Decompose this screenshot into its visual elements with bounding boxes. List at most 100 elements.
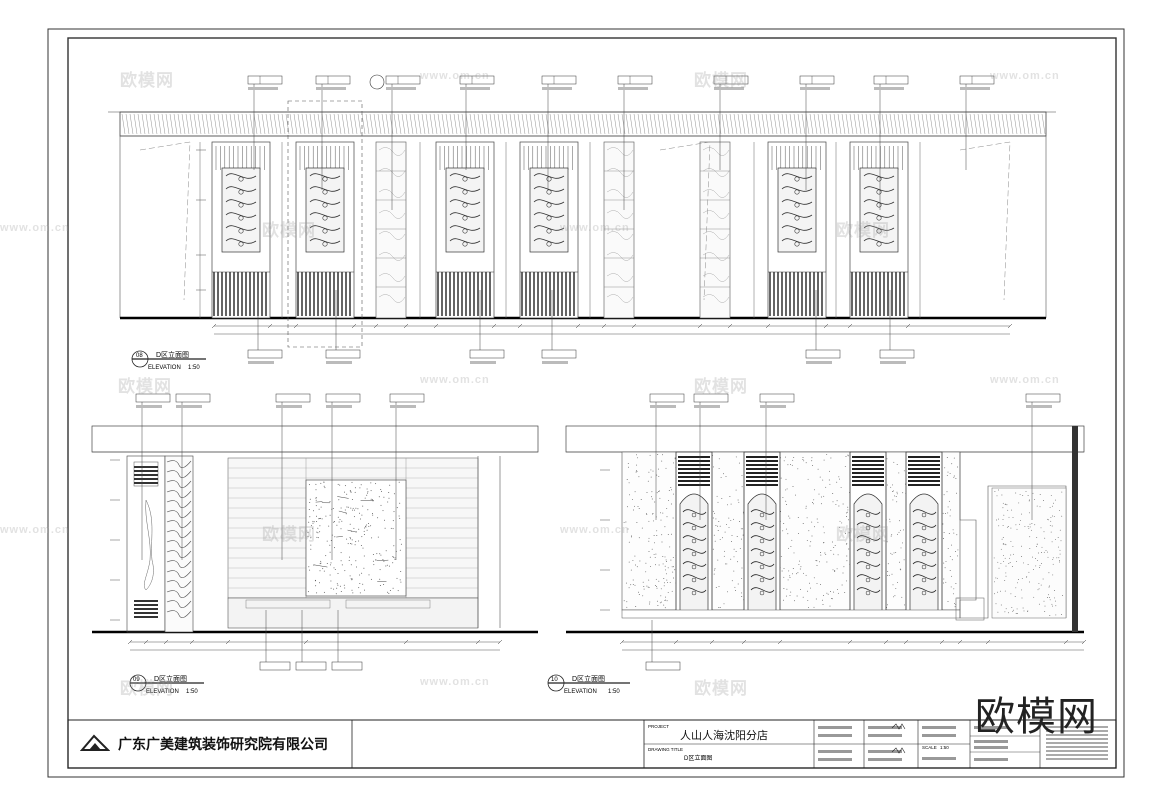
callout-note <box>714 87 744 90</box>
elevation-title-09: 09 D区立面图 ELEVATION 1:50 <box>129 674 204 695</box>
company-name: 广东广美建筑装饰研究院有限公司 <box>118 737 328 753</box>
callout-tag <box>295 661 327 671</box>
title-block-field <box>974 758 1008 761</box>
elevation-title-text-10: D区立面图 <box>572 674 605 683</box>
elevation-scale-08: 1:50 <box>188 365 200 371</box>
carved-screen <box>529 167 569 253</box>
callout-tag <box>275 393 311 403</box>
marble-panel <box>699 141 731 319</box>
callout-note <box>460 87 490 90</box>
title-block-note <box>1046 754 1108 756</box>
callout-note <box>326 405 352 408</box>
callout-tag <box>1025 393 1061 403</box>
title-block-field <box>818 750 852 753</box>
brand-watermark: 欧模网 <box>975 694 1098 740</box>
elevation-08 <box>108 74 1056 364</box>
callout-tag <box>135 393 171 403</box>
callout-tag <box>315 75 351 85</box>
title-block-note <box>1046 730 1108 732</box>
scale-value: 1:50 <box>940 745 949 750</box>
callout-tag <box>247 349 283 359</box>
callout-note <box>760 405 786 408</box>
callout-note <box>960 87 990 90</box>
callout-tag <box>713 75 749 85</box>
elevation-10 <box>565 393 1087 671</box>
callout-tag <box>385 75 421 85</box>
signature <box>891 723 906 730</box>
callout-tag <box>459 75 495 85</box>
title-block-field <box>818 734 852 737</box>
callout-tag <box>331 661 363 671</box>
callout-note <box>326 361 352 364</box>
carved-screen <box>221 167 261 253</box>
callout-note <box>176 405 202 408</box>
callout-tag <box>247 75 283 85</box>
callout-note <box>470 361 496 364</box>
title-block-field <box>974 746 1008 749</box>
elevation-number-08: 08 <box>136 353 143 359</box>
callout-note <box>542 361 568 364</box>
elevation-scale-09: 1:50 <box>186 689 198 695</box>
company-logo-icon <box>80 734 110 751</box>
callout-tag <box>617 75 653 85</box>
label-scale: SCALE <box>922 745 937 750</box>
title-block-field <box>974 740 1008 743</box>
callout-tag <box>959 75 995 85</box>
callout-note <box>1026 405 1052 408</box>
label-drawing: DRAWING TITLE <box>648 747 683 752</box>
callout-tag <box>175 393 211 403</box>
callout-tag <box>325 349 361 359</box>
title-block-note <box>1046 726 1108 728</box>
title-block-field <box>868 750 902 753</box>
elevation-number-09: 09 <box>133 677 140 683</box>
callout-note <box>136 405 162 408</box>
title-block-field <box>818 726 852 729</box>
callout-tag <box>541 75 577 85</box>
carved-screen <box>859 167 899 253</box>
callout-tag <box>879 349 915 359</box>
title-block-field <box>922 734 956 737</box>
title-block: PROJECT DRAWING TITLE D区立面图 SCALE 1:50 <box>67 719 1117 769</box>
title-block-field <box>818 758 852 761</box>
elevation-subtitle-10: ELEVATION <box>564 689 597 695</box>
callout-tag <box>541 349 577 359</box>
callout-note <box>248 87 278 90</box>
elevation-subtitle-08: ELEVATION <box>148 365 181 371</box>
elevation-number-10: 10 <box>551 677 558 683</box>
callout-tag <box>805 349 841 359</box>
title-block-field <box>868 758 902 761</box>
project-name: 人山人海沈阳分店 <box>680 729 768 742</box>
title-block-field <box>922 757 956 760</box>
callout-tag <box>759 393 795 403</box>
callout-tag <box>259 661 291 671</box>
callout-tag <box>693 393 729 403</box>
callout-note <box>874 87 904 90</box>
callout-note <box>806 361 832 364</box>
callout-tag <box>645 661 681 671</box>
marble-panel <box>375 141 407 319</box>
elevation-title-08: 08 D区立面图 ELEVATION 1:50 <box>131 350 206 371</box>
callout-note <box>390 405 416 408</box>
callout-tag <box>873 75 909 85</box>
callout-note <box>276 405 302 408</box>
section-mark <box>369 74 385 90</box>
callout-tag <box>389 393 425 403</box>
callout-note <box>880 361 906 364</box>
title-block-note <box>1046 758 1108 760</box>
callout-note <box>316 87 346 90</box>
title-block-note <box>1046 742 1108 744</box>
callout-note <box>618 87 648 90</box>
outer-border <box>47 28 1125 778</box>
title-block-field <box>922 726 956 729</box>
label-project: PROJECT <box>648 724 669 729</box>
elevation-scale-10: 1:50 <box>608 689 620 695</box>
drawing-title: D区立面图 <box>684 754 712 762</box>
elevation-subtitle-09: ELEVATION <box>146 689 179 695</box>
carved-screen <box>305 167 345 253</box>
title-block-field <box>868 726 902 729</box>
callout-tag <box>649 393 685 403</box>
callout-note <box>386 87 416 90</box>
title-block-note <box>1046 750 1108 752</box>
